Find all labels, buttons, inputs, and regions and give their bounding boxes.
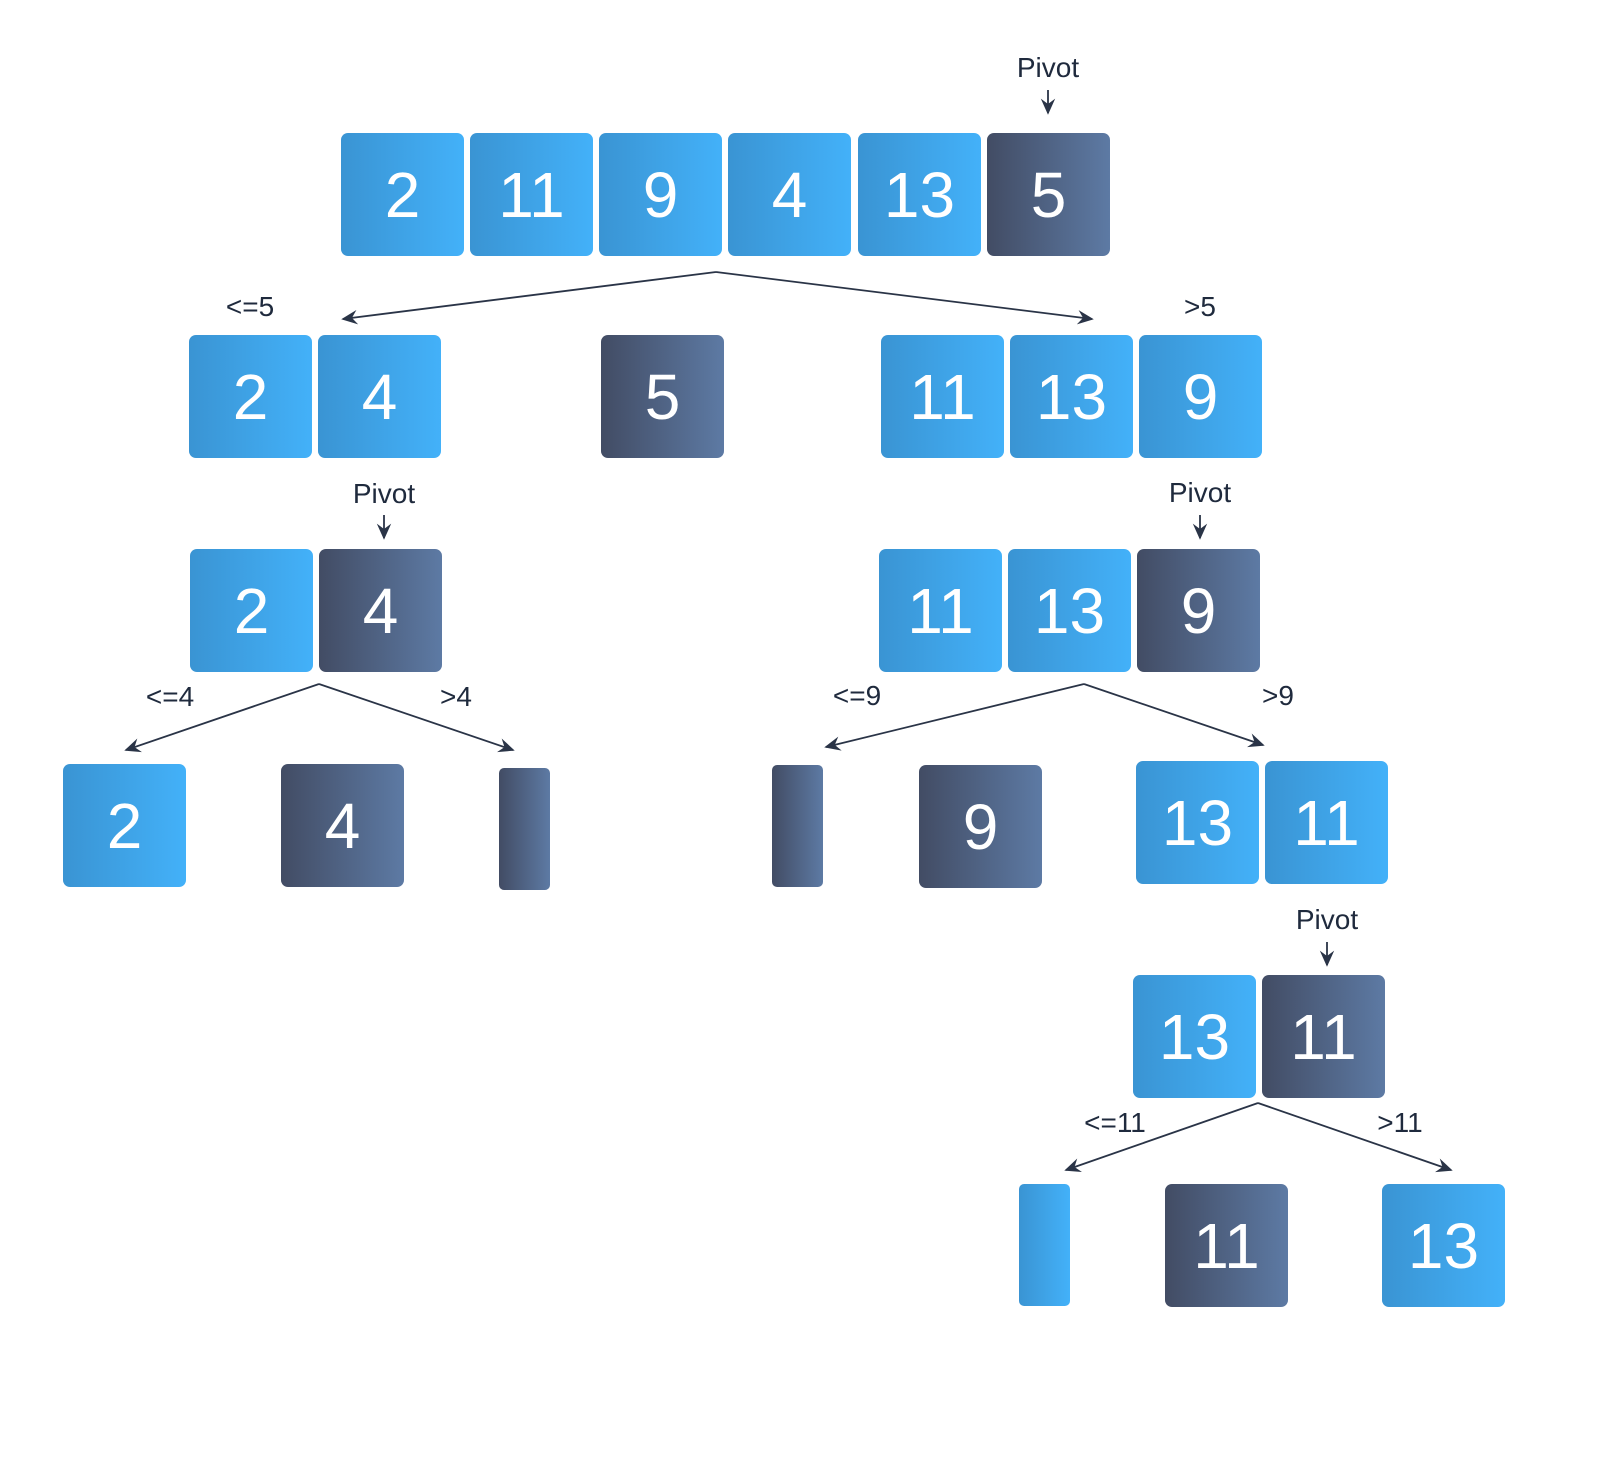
pivot-label: Pivot bbox=[1168, 477, 1232, 508]
split-arrow-left bbox=[1064, 1102, 1259, 1173]
pivot-element: 11 bbox=[1165, 1184, 1288, 1307]
array-element: 2 bbox=[341, 133, 464, 256]
pivot-element: 5 bbox=[987, 133, 1110, 256]
partition-label-right: >9 bbox=[1262, 680, 1294, 711]
array-element: 11 bbox=[879, 549, 1002, 672]
split-arrow-right bbox=[1257, 1102, 1453, 1173]
partition-label-right: >4 bbox=[440, 681, 472, 712]
pivot-element: 5 bbox=[601, 335, 724, 458]
split-arrow-left bbox=[124, 683, 320, 753]
array-element: 13 bbox=[1136, 761, 1259, 884]
split-arrow-right bbox=[1083, 683, 1265, 748]
partition-label-left: <=4 bbox=[145, 681, 195, 712]
partition-label-right: >5 bbox=[1184, 291, 1216, 322]
empty-partition bbox=[772, 765, 823, 887]
array-element: 4 bbox=[318, 335, 441, 458]
pivot-label: Pivot bbox=[352, 478, 416, 509]
array-element: 2 bbox=[189, 335, 312, 458]
split-arrow-left bbox=[824, 683, 1085, 751]
pivot-label: Pivot bbox=[1295, 904, 1359, 935]
array-element: 13 bbox=[858, 133, 981, 256]
empty-partition bbox=[499, 768, 550, 890]
array-element: 4 bbox=[728, 133, 851, 256]
array-element: 2 bbox=[63, 764, 186, 887]
array-element: 9 bbox=[599, 133, 722, 256]
partition-label-right: >11 bbox=[1377, 1107, 1423, 1138]
empty-partition bbox=[1019, 1184, 1070, 1306]
partition-label-left: <=9 bbox=[832, 680, 882, 711]
pivot-element: 4 bbox=[319, 549, 442, 672]
array-element: 9 bbox=[1139, 335, 1262, 458]
array-element: 13 bbox=[1382, 1184, 1505, 1307]
pivot-element: 9 bbox=[919, 765, 1042, 888]
split-arrow-right bbox=[318, 683, 515, 753]
array-element: 13 bbox=[1010, 335, 1133, 458]
array-element: 13 bbox=[1008, 549, 1131, 672]
pivot-element: 11 bbox=[1262, 975, 1385, 1098]
split-arrow-left bbox=[341, 271, 717, 325]
partition-label-left: <=11 bbox=[1084, 1107, 1146, 1138]
partition-label-left: <=5 bbox=[225, 291, 275, 322]
array-element: 2 bbox=[190, 549, 313, 672]
pivot-label: Pivot bbox=[1016, 52, 1080, 83]
split-arrow-right bbox=[715, 271, 1094, 325]
array-element: 11 bbox=[1265, 761, 1388, 884]
pivot-element: 4 bbox=[281, 764, 404, 887]
array-element: 13 bbox=[1133, 975, 1256, 1098]
array-element: 11 bbox=[881, 335, 1004, 458]
pivot-element: 9 bbox=[1137, 549, 1260, 672]
array-element: 11 bbox=[470, 133, 593, 256]
